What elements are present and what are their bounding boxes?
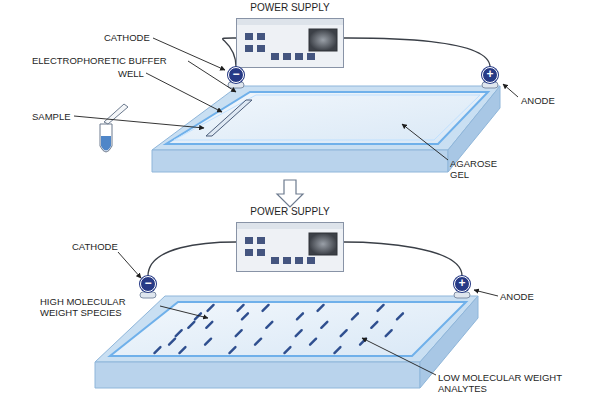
dna-band: [154, 347, 160, 353]
process-arrow: [277, 180, 303, 207]
gel-tray-bottom: [95, 292, 478, 388]
gel-tray-top: [152, 82, 500, 172]
electrode-terminal: −: [140, 276, 156, 292]
dna-band: [176, 330, 182, 336]
dna-band: [255, 339, 261, 345]
power-supply-box: [236, 18, 344, 68]
power-supply-label: POWER SUPPLY: [226, 2, 354, 14]
electrode-terminal: +: [482, 67, 498, 83]
electrode-symbol: −: [140, 276, 156, 292]
power-supply-panel: [237, 223, 343, 271]
dna-band: [321, 322, 327, 328]
power-wire: [223, 38, 236, 67]
callout-label: AGAROSE GEL: [450, 158, 502, 180]
dna-band: [371, 322, 377, 328]
power-supply: POWER SUPPLY: [226, 206, 354, 274]
dna-band: [318, 305, 324, 311]
dna-band: [206, 322, 212, 328]
dna-band: [208, 305, 214, 311]
power-supply: POWER SUPPLY: [226, 2, 354, 70]
callout-label: ANODE: [521, 95, 555, 106]
electrode-symbol: −: [228, 67, 244, 83]
dna-band: [386, 330, 392, 336]
dna-band: [284, 347, 290, 353]
electrode-terminal: +: [454, 276, 470, 292]
callout-label: CATHODE: [104, 32, 150, 43]
dna-band: [334, 347, 340, 353]
callout-label: ANODE: [500, 291, 534, 302]
dna-band: [296, 330, 302, 336]
dna-band: [236, 330, 242, 336]
dna-band: [205, 339, 211, 345]
dna-band: [242, 313, 248, 319]
callout-label: LOW MOLECULAR WEIGHT ANALYTES: [438, 372, 578, 394]
sample-tube: [100, 104, 128, 152]
dna-band: [238, 305, 244, 311]
electrode-symbol: +: [482, 67, 498, 83]
power-wire: [344, 38, 490, 67]
electrode-symbol: +: [454, 276, 470, 292]
dna-band: [397, 313, 403, 319]
electrode-terminal: −: [228, 67, 244, 83]
callout-label: ELECTROPHORETIC BUFFER: [32, 55, 167, 66]
dna-band: [169, 339, 175, 345]
callout-label: HIGH MOLECULAR WEIGHT SPECIES: [40, 296, 158, 318]
leader-lines: [74, 38, 518, 375]
callout-label: CATHODE: [72, 241, 118, 252]
power-supply-label: POWER SUPPLY: [226, 206, 354, 218]
power-supply-panel: [237, 19, 343, 67]
dna-band: [263, 305, 269, 311]
power-wire: [344, 242, 462, 276]
dna-band: [378, 305, 384, 311]
dna-band: [188, 322, 194, 328]
dna-band: [341, 330, 347, 336]
callout-label: WELL: [118, 68, 144, 79]
power-supply-box: [236, 222, 344, 272]
dna-band: [352, 313, 358, 319]
dna-band: [179, 347, 185, 353]
callout-label: SAMPLE: [32, 111, 71, 122]
dna-band: [310, 339, 316, 345]
dna-band: [229, 347, 235, 353]
dna-band: [297, 313, 303, 319]
dna-bands: [154, 305, 403, 353]
power-wire: [148, 242, 236, 276]
dna-band: [266, 322, 272, 328]
